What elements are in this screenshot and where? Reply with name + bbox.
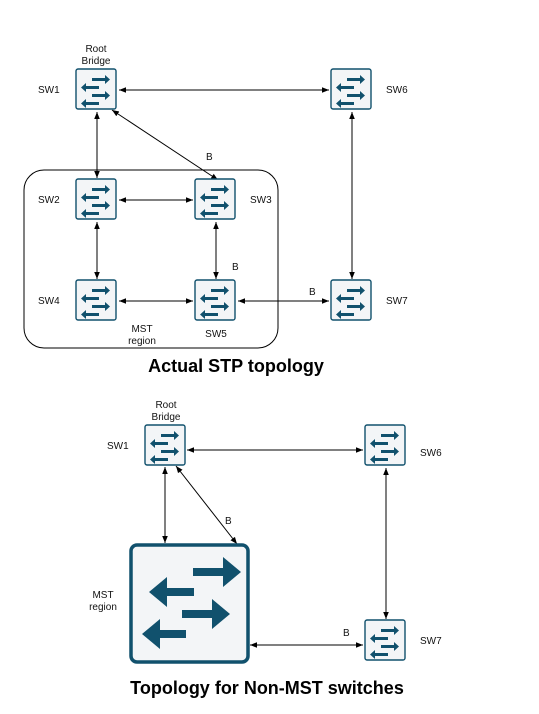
switch-icon-b-sw6 xyxy=(364,424,406,466)
sw1-label: SW1 xyxy=(38,85,60,96)
b-mst-region-label-line2: region xyxy=(89,602,117,613)
sw2-label: SW2 xyxy=(38,195,60,206)
switch-icon-sw5 xyxy=(194,279,236,321)
switch-icon-sw2 xyxy=(75,178,117,220)
mst-region-switch-icon xyxy=(129,543,250,664)
sw5-label: SW5 xyxy=(205,329,227,340)
switch-icon-sw7 xyxy=(330,279,372,321)
b-sw7-label: SW7 xyxy=(420,636,442,647)
b-root-bridge-label-line2: Bridge xyxy=(152,412,181,423)
mst-region-label-line1: MST xyxy=(131,324,152,335)
root-bridge-label-line1: Root xyxy=(85,44,106,55)
root-bridge-label-line2: Bridge xyxy=(82,56,111,67)
b-sw6-label: SW6 xyxy=(420,448,442,459)
top-diagram-title: Actual STP topology xyxy=(148,356,324,376)
blocked-mark-sw1-sw3: B xyxy=(206,152,213,163)
sw4-label: SW4 xyxy=(38,296,60,307)
sw6-label: SW6 xyxy=(386,85,408,96)
link-sw1-sw3 xyxy=(111,109,219,181)
sw3-label: SW3 xyxy=(250,195,272,206)
blocked-mark-sw3-sw5: B xyxy=(232,262,239,273)
b-sw1-label: SW1 xyxy=(107,441,129,452)
b-root-bridge-label-line1: Root xyxy=(155,400,176,411)
blocked-mark-sw5-sw7: B xyxy=(309,287,316,298)
switch-icon-sw1 xyxy=(75,68,117,110)
mst-region-label-line2: region xyxy=(128,336,156,347)
mst-region-boundary xyxy=(23,169,279,349)
switch-icon-sw4 xyxy=(75,279,117,321)
sw7-label: SW7 xyxy=(386,296,408,307)
b-blocked-mark-region-sw7: B xyxy=(343,628,350,639)
switch-icon-b-sw1 xyxy=(144,424,186,466)
b-blocked-mark-sw1-region: B xyxy=(225,516,232,527)
switch-icon-sw3 xyxy=(194,178,236,220)
bottom-diagram-title: Topology for Non-MST switches xyxy=(130,678,404,698)
switch-icon-sw6 xyxy=(330,68,372,110)
switch-icon-b-sw7 xyxy=(364,619,406,661)
link-b-sw1-region-blocked xyxy=(175,465,238,545)
b-mst-region-label-line1: MST xyxy=(92,590,113,601)
